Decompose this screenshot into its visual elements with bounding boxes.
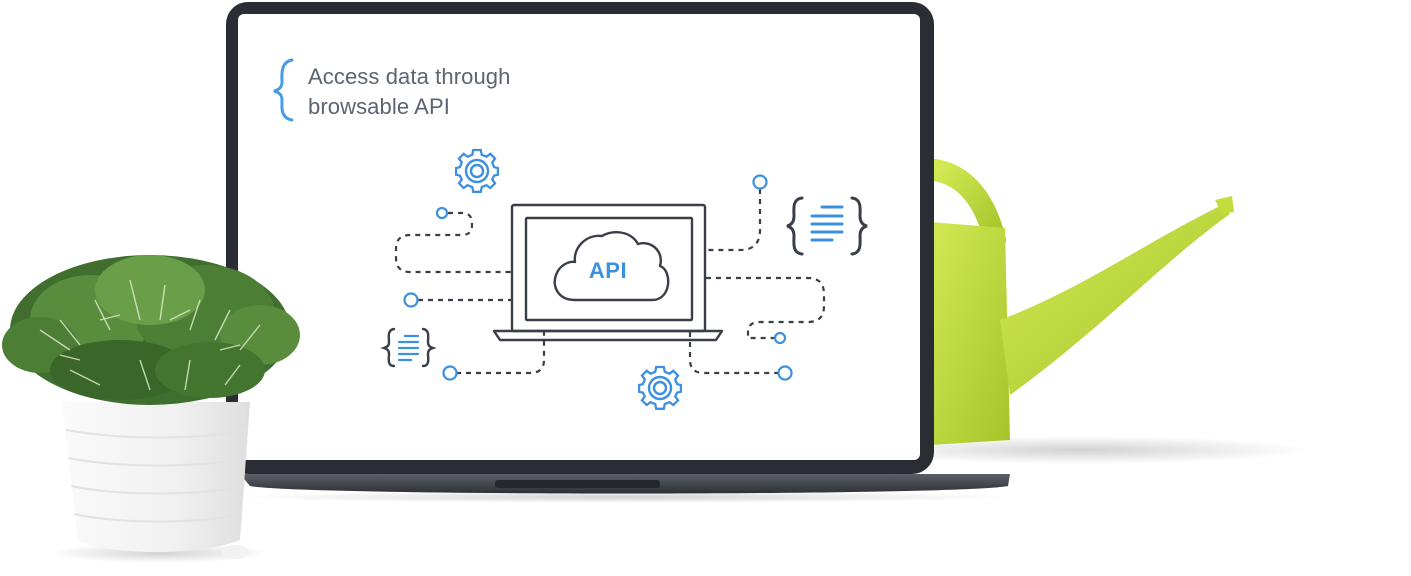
- laptop-icon: [492, 203, 724, 342]
- connector-lines: [394, 189, 826, 375]
- api-label: API: [588, 258, 628, 283]
- headline-line-2: browsable API: [308, 94, 450, 119]
- code-brace-icon: [786, 196, 868, 256]
- headline-line-1: Access data through: [308, 64, 511, 89]
- connector-node-icon: [435, 206, 449, 220]
- watering-can-illustration: [850, 159, 1310, 464]
- connector-node-icon: [777, 365, 793, 381]
- connector-node-icon: [773, 331, 787, 345]
- code-brace-icon: [380, 327, 437, 368]
- gear-icon: [454, 148, 500, 193]
- hero-headline: Access data through browsable API: [308, 62, 628, 122]
- left-brace-icon: [273, 58, 294, 122]
- connector-node-icon: [442, 365, 458, 381]
- cloud-icon: [553, 231, 670, 302]
- plant-illustration: [2, 255, 300, 563]
- connector-node-icon: [403, 292, 419, 308]
- gear-icon: [637, 365, 683, 410]
- connector-node-icon: [752, 174, 768, 190]
